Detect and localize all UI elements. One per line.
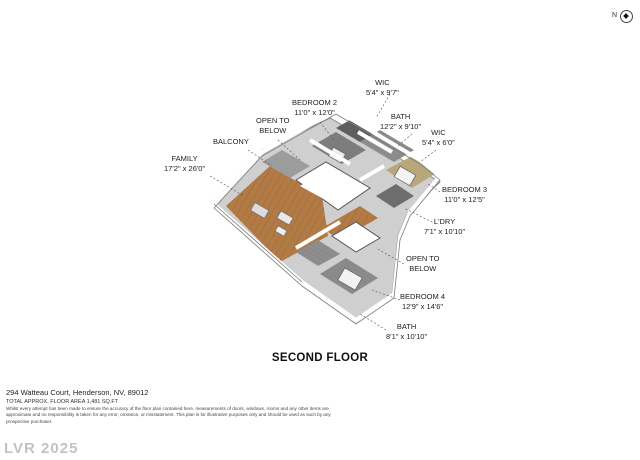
floor-plan-illustration bbox=[209, 93, 441, 331]
room-label-balcony: BALCONY bbox=[213, 137, 249, 146]
room-label-wic-2: WIC 5'4" x 6'0" bbox=[422, 128, 455, 147]
bath-2-floor bbox=[296, 240, 340, 266]
open-to-below-void-2 bbox=[331, 221, 381, 253]
room-label-open-to-below-1: OPEN TO BELOW bbox=[256, 116, 290, 135]
room-label-bedroom-4: BEDROOM 4 12'9" x 14'6" bbox=[400, 292, 446, 311]
hallway-floor bbox=[322, 206, 378, 240]
laundry-floor bbox=[376, 184, 414, 208]
room-label-open-to-below-2: OPEN TO BELOW bbox=[406, 254, 440, 273]
room-label-family: FAMILY 17'2" x 26'0" bbox=[164, 154, 206, 173]
plan-footer: 294 Watteau Court, Henderson, NV, 89012 … bbox=[6, 388, 426, 425]
bath-1-floor bbox=[360, 130, 414, 162]
room-label-wic-1: WIC 5'4" x 9'7" bbox=[366, 78, 399, 97]
room-label-bath-2: BATH 8'1" x 10'10" bbox=[386, 322, 428, 341]
balcony-floor bbox=[262, 150, 310, 178]
room-label-bedroom-3: BEDROOM 3 11'0" x 12'5" bbox=[442, 185, 488, 204]
room-label-bedroom-2: BEDROOM 2 11'0" x 12'0" bbox=[292, 98, 338, 117]
north-compass-icon: N bbox=[612, 8, 634, 26]
room-label-bath-1: BATH 12'2" x 9'10" bbox=[380, 112, 422, 131]
bedroom-2-floor bbox=[312, 132, 366, 164]
total-floor-area: TOTAL APPROX. FLOOR AREA 1,481 SQ.FT bbox=[6, 399, 119, 405]
family-room-floor bbox=[226, 166, 328, 262]
listing-watermark: LVR 2025 bbox=[4, 440, 79, 457]
disclaimer-text: Whilst every attempt has been made to en… bbox=[6, 406, 331, 424]
property-address: 294 Watteau Court, Henderson, NV, 89012 bbox=[6, 388, 149, 397]
compass-letter: N bbox=[612, 12, 618, 19]
floor-title: SECOND FLOOR bbox=[271, 352, 369, 364]
room-label-laundry: L'DRY 7'1" x 10'10" bbox=[424, 217, 466, 236]
